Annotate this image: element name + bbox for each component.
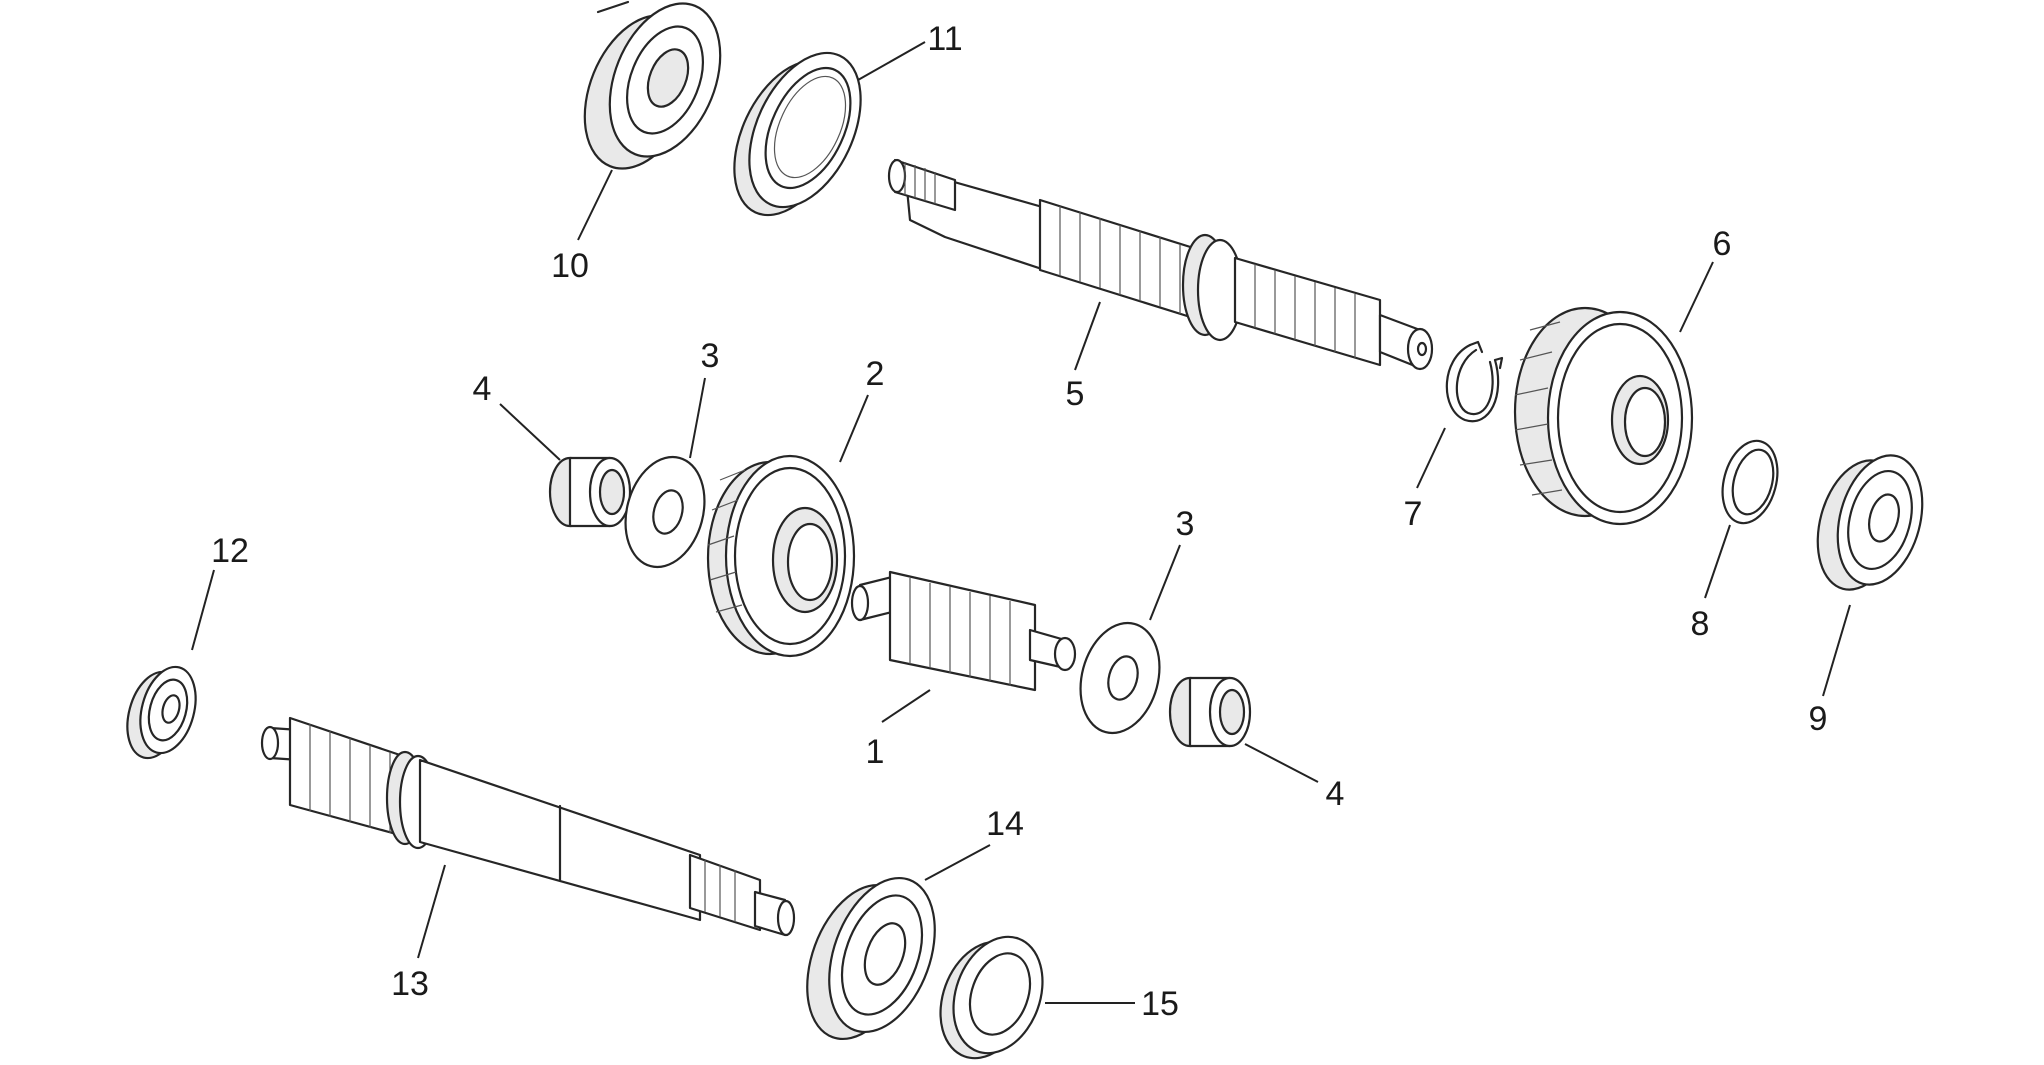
callout-1: 1 (866, 733, 885, 771)
callout-9: 9 (1809, 700, 1828, 738)
callout-3-lower: 3 (1176, 505, 1195, 543)
callout-4-lower: 4 (1326, 775, 1345, 813)
callout-3-upper: 3 (701, 337, 720, 375)
callout-14: 14 (986, 805, 1024, 843)
callout-6: 6 (1713, 225, 1732, 263)
part-5-shaft (889, 160, 1432, 369)
part-2-helical-gear (708, 456, 854, 656)
part-4-needle-bearing-b (1170, 678, 1250, 746)
part-6-gear (1515, 308, 1692, 524)
callout-13: 13 (391, 965, 429, 1003)
callout-12: 12 (211, 532, 249, 570)
part-11-oil-seal (712, 35, 883, 232)
callouts: 1 2 3 3 4 4 5 6 7 8 9 10 11 12 13 14 15 (211, 20, 1827, 1023)
part-12-bearing (118, 661, 204, 764)
part-7-circlip (1447, 342, 1502, 421)
callout-4-upper: 4 (473, 370, 492, 408)
callout-8: 8 (1691, 605, 1710, 643)
callout-15: 15 (1141, 985, 1179, 1023)
part-13-output-shaft (262, 718, 794, 935)
part-8-washer (1714, 435, 1786, 530)
callout-7: 7 (1404, 495, 1423, 533)
part-14-bearing (788, 863, 955, 1053)
part-3-washer-b (1069, 614, 1171, 742)
leader-lines (191, 41, 1851, 1004)
callout-10: 10 (551, 247, 589, 285)
callout-2: 2 (866, 355, 885, 393)
part-4-needle-bearing-a (550, 458, 630, 526)
part-3-washer-a (614, 448, 716, 576)
part-1-pinion-shaft (852, 572, 1075, 690)
part-10-bearing (564, 0, 742, 185)
callout-11: 11 (927, 20, 962, 58)
part-15-oil-seal (925, 924, 1058, 1065)
part-9-bearing (1804, 446, 1935, 599)
callout-5: 5 (1066, 375, 1085, 413)
